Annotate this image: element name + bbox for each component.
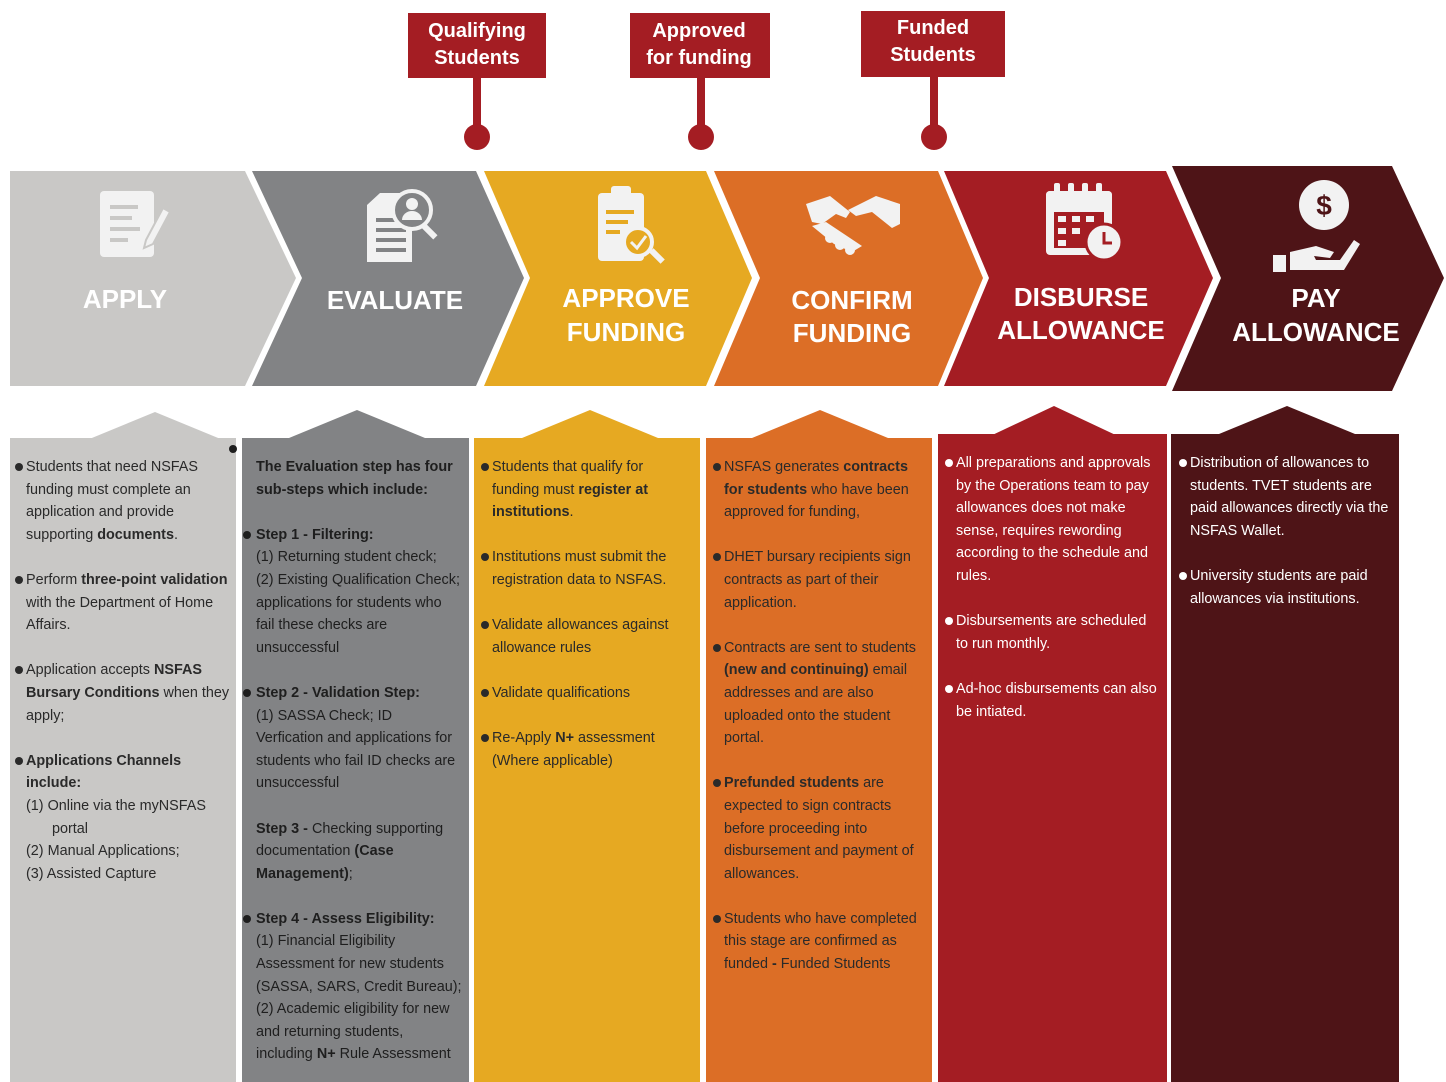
clipboard-check-icon <box>598 186 665 264</box>
stage-title-apply: APPLY <box>83 284 167 314</box>
list-item: Disbursements are scheduled to run month… <box>945 610 1161 655</box>
list-item: NSFAS generates contracts for students w… <box>713 456 926 524</box>
confirm-details-column: NSFAS generates contracts for students w… <box>706 438 932 1082</box>
pay-details-column: Distribution of allowances to students. … <box>1171 434 1399 1082</box>
evaluate-details-column: The Evaluation step has four sub-steps w… <box>229 438 469 1082</box>
calendar-clock-icon <box>1046 183 1124 262</box>
list-item: Students that qualify for funding must r… <box>481 456 694 524</box>
list-item: Students who have completed this stage a… <box>713 908 926 976</box>
tag-funded-students: Funded Students <box>861 11 1005 150</box>
evaluate-intro: The Evaluation step has four sub-steps w… <box>256 459 453 498</box>
stage-title-confirm-line1: CONFIRM <box>791 285 912 315</box>
tag-label-line1: Qualifying <box>428 20 526 42</box>
hand-dollar-icon: $ <box>1273 180 1360 272</box>
svg-text:$: $ <box>1316 190 1332 221</box>
stage-evaluate-chevron <box>252 171 524 386</box>
list-item: Step 4 - Assess Eligibility: (1) Financi… <box>243 908 463 1066</box>
stage-title-evaluate: EVALUATE <box>327 285 463 315</box>
tag-label-line2: Students <box>890 44 976 66</box>
stage-title-pay-line2: ALLOWANCE <box>1232 317 1400 347</box>
list-item: Re-Apply N+ assessment (Where applicable… <box>481 727 694 772</box>
stage-apply-chevron <box>10 171 296 386</box>
stage-title-approve-line2: FUNDING <box>567 317 685 347</box>
list-item: Applications Channels include: (1) Onlin… <box>15 750 230 886</box>
list-item: DHET bursary recipients sign contracts a… <box>713 546 926 614</box>
list-item: Students that need NSFAS funding must co… <box>15 456 230 546</box>
stage-title-approve-line1: APPROVE <box>562 283 689 313</box>
document-pen-icon <box>100 191 172 257</box>
list-item: Validate allowances against allowance ru… <box>481 614 694 659</box>
confirm-column-pointer <box>752 410 888 438</box>
tag-qualifying-students: Qualifying Students <box>408 13 546 150</box>
document-search-person-icon <box>367 189 438 262</box>
tag-label-line1: Funded <box>897 17 969 39</box>
stage-disburse-chevron <box>944 171 1213 386</box>
list-item: Contracts are sent to students (new and … <box>713 637 926 750</box>
disburse-details-column: All preparations and approvals by the Op… <box>938 434 1167 1082</box>
list-item: Application accepts NSFAS Bursary Condit… <box>15 659 230 727</box>
list-item: Validate qualifications <box>481 682 694 705</box>
list-item: University students are paid allowances … <box>1179 565 1393 610</box>
list-item: Perform three-point validation with the … <box>15 569 230 637</box>
stage-title-disburse-line2: ALLOWANCE <box>997 315 1165 345</box>
list-item: Step 1 - Filtering: (1) Returning studen… <box>243 524 463 660</box>
pay-column-pointer <box>1219 406 1355 434</box>
tag-label-line2: Students <box>434 47 520 69</box>
stage-approve-chevron <box>484 171 752 386</box>
apply-column-pointer <box>87 412 223 440</box>
approve-details-column: Students that qualify for funding must r… <box>474 438 700 1082</box>
handshake-icon <box>806 196 900 255</box>
list-item: Institutions must submit the registratio… <box>481 546 694 591</box>
stage-title-disburse-line1: DISBURSE <box>1014 282 1148 312</box>
list-item: Prefunded students are expected to sign … <box>713 772 926 885</box>
apply-details-column: Students that need NSFAS funding must co… <box>10 438 236 1082</box>
list-item: All preparations and approvals by the Op… <box>945 452 1161 588</box>
list-item: Step 2 - Validation Step: (1) SASSA Chec… <box>243 682 463 795</box>
evaluate-column-pointer <box>289 410 425 438</box>
approve-column-pointer <box>522 410 658 438</box>
stage-confirm-chevron <box>714 171 983 386</box>
stage-title-confirm-line2: FUNDING <box>793 318 911 348</box>
list-item: Step 3 - Checking supporting documentati… <box>229 445 463 886</box>
list-item: Ad-hoc disbursements can also be intiate… <box>945 678 1161 723</box>
process-flow-diagram: Qualifying Students Approved for funding… <box>10 11 1444 391</box>
tag-approved-for-funding: Approved for funding <box>630 13 770 150</box>
stage-pay-chevron <box>1172 166 1444 391</box>
stage-title-pay-line1: PAY <box>1291 283 1340 313</box>
tag-label-line2: for funding <box>646 47 752 69</box>
list-item: Distribution of allowances to students. … <box>1179 452 1393 542</box>
disburse-column-pointer <box>986 406 1122 438</box>
tag-label-line1: Approved <box>652 20 745 42</box>
